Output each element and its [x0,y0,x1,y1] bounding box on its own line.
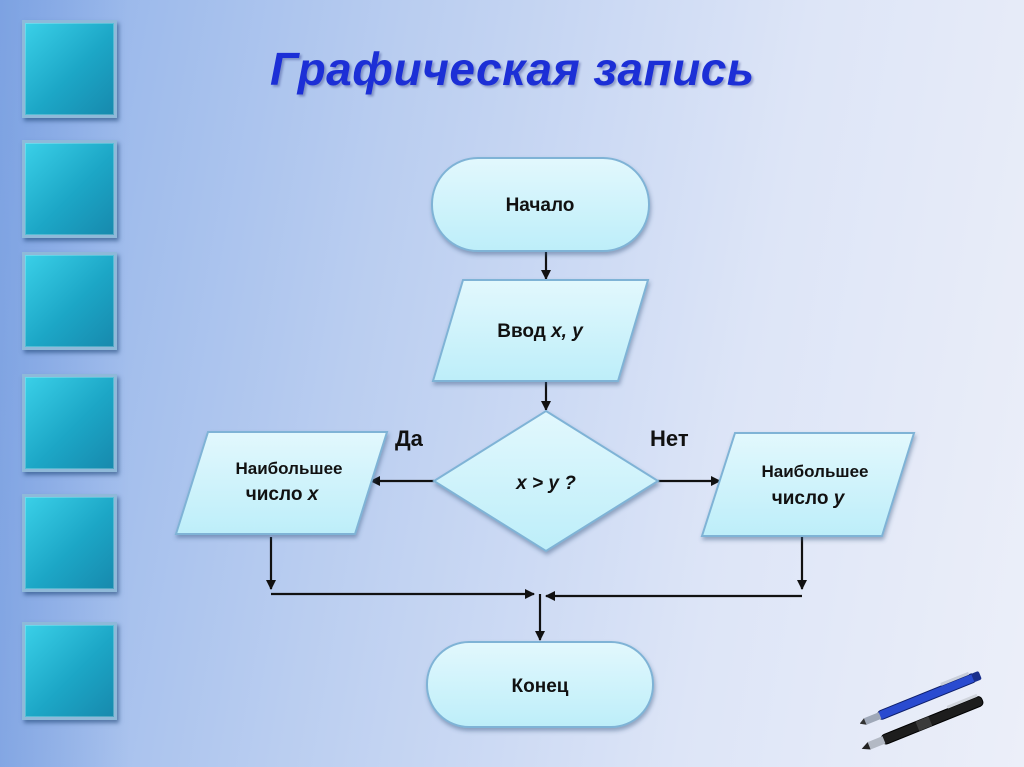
output-no-line1: Наибольшее [762,462,869,481]
yes-branch-label: Да [395,426,424,451]
output-yes-line1: Наибольшее [236,459,343,478]
output-yes-line2: число x [246,484,320,505]
decor-square [22,374,117,472]
output-no-line2: число y [772,488,846,509]
end-node: Конец [426,641,654,728]
decor-square [22,140,117,238]
condition-label: x > y ? [515,473,576,494]
pens-icon [860,671,984,750]
decor-square [22,252,117,350]
start-label: Начало [506,195,575,216]
output-yes-node: Наибольшее число x [174,431,389,535]
no-branch-label: Нет [650,426,689,451]
input-label: Ввод x, y [497,321,584,342]
decor-square [22,622,117,720]
end-label: Конец [512,676,569,697]
decor-square [22,494,117,592]
condition-node: x > y ? [432,409,660,553]
output-no-node: Наибольшее число y [700,432,916,537]
decor-square [22,20,117,118]
slide-title: Графическая запись [270,43,755,95]
connectors [266,250,807,641]
input-node: Ввод x, y [431,279,650,382]
start-node: Начало [431,157,650,252]
